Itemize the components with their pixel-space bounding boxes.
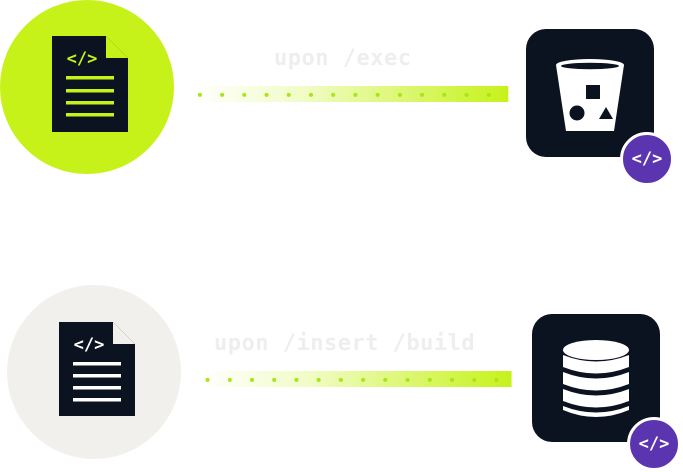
flow-label-insert-build: upon /insert /build (214, 331, 476, 356)
connector-line (193, 86, 509, 102)
code-badge-icon: </> (631, 149, 663, 169)
svg-text:</>: </> (74, 335, 105, 355)
database-icon (563, 340, 629, 417)
code-badge: </> (627, 417, 681, 471)
connector-line (200, 371, 512, 387)
flow-label-exec: upon /exec (274, 46, 412, 71)
code-file-icon: </> (52, 36, 128, 132)
bucket-shapes-icon (556, 59, 624, 131)
svg-text:</>: </> (67, 49, 98, 69)
code-badge-icon: </> (638, 434, 670, 454)
code-badge: </> (620, 132, 674, 186)
code-file-icon: </> (59, 322, 135, 416)
